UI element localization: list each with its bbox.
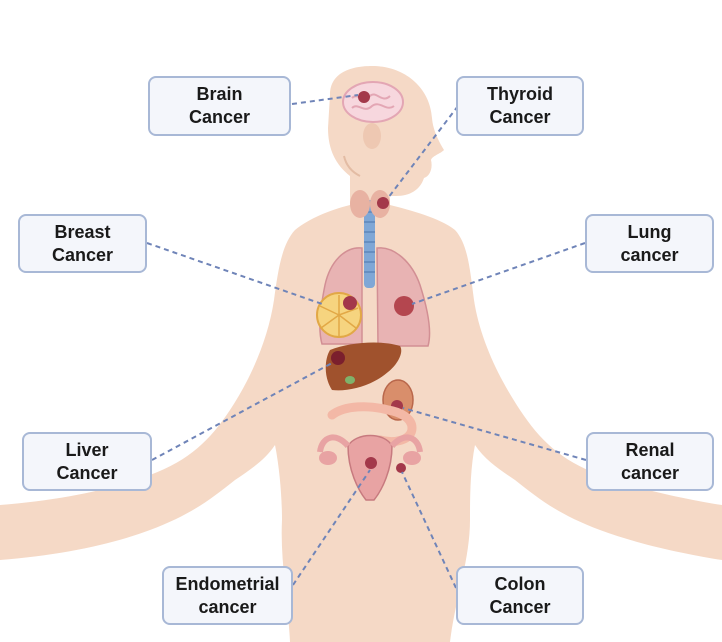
endometrial-tumor: [365, 457, 377, 469]
thyroid-organ: [350, 190, 390, 288]
colon-cancer-label: Colon Cancer: [456, 566, 584, 625]
liver-cancer-line1: Liver: [65, 439, 109, 460]
breast-tumor: [343, 296, 357, 310]
lung-connector: [411, 242, 586, 305]
renal-cancer-label: Renal cancer: [586, 432, 714, 491]
breast-cancer-line1: Breast: [54, 221, 111, 242]
breast-cancer-label: Breast Cancer: [18, 214, 147, 273]
connectors: [146, 94, 587, 589]
renal-cancer-line1: Renal: [625, 439, 675, 460]
brain-organ: [342, 81, 404, 123]
renal-cancer-line2: cancer: [620, 462, 680, 483]
breast-organ: [316, 292, 362, 338]
liver-connector: [151, 361, 335, 461]
brain-cancer-label: Brain Cancer: [148, 76, 291, 136]
liver-cancer-line2: Cancer: [56, 462, 118, 483]
colon-connector: [401, 471, 457, 589]
torso: [0, 205, 722, 642]
lung-cancer-line2: cancer: [620, 244, 679, 265]
breast-connector: [146, 242, 326, 306]
colon-tumor: [396, 463, 406, 473]
renal-connector: [402, 407, 587, 461]
colon-cancer-line2: Cancer: [489, 596, 551, 617]
lung-cancer-line1: Lung: [627, 221, 672, 242]
breast-cancer-line2: Cancer: [51, 244, 114, 265]
lung-tumor: [394, 296, 414, 316]
liver-tumor: [331, 351, 345, 365]
endometrial-cancer-line1: Endometrial: [175, 573, 280, 594]
thyroid-tumor: [377, 197, 389, 209]
ear: [363, 123, 381, 149]
brain-cancer-line2: Cancer: [188, 107, 251, 127]
liver-cancer-label: Liver Cancer: [22, 432, 152, 491]
endometrial-cancer-label: Endometrial cancer: [162, 566, 293, 625]
thyroid-cancer-line1: Thyroid: [487, 84, 553, 104]
lung-cancer-label: Lung cancer: [585, 214, 714, 273]
liver-organ: [325, 342, 402, 391]
brain-connector: [291, 94, 359, 105]
thyroid-connector: [387, 105, 459, 199]
thyroid-cancer-label: Thyroid Cancer: [456, 76, 584, 136]
brain-cancer-line1: Brain: [196, 84, 243, 104]
endometrial-cancer-line2: cancer: [198, 596, 257, 617]
thyroid-cancer-line2: Cancer: [489, 107, 551, 127]
body-shading: [343, 155, 361, 177]
colon-cancer-line1: Colon: [494, 573, 546, 594]
brain-tumor: [358, 91, 370, 103]
uterus-organ: [317, 434, 423, 501]
